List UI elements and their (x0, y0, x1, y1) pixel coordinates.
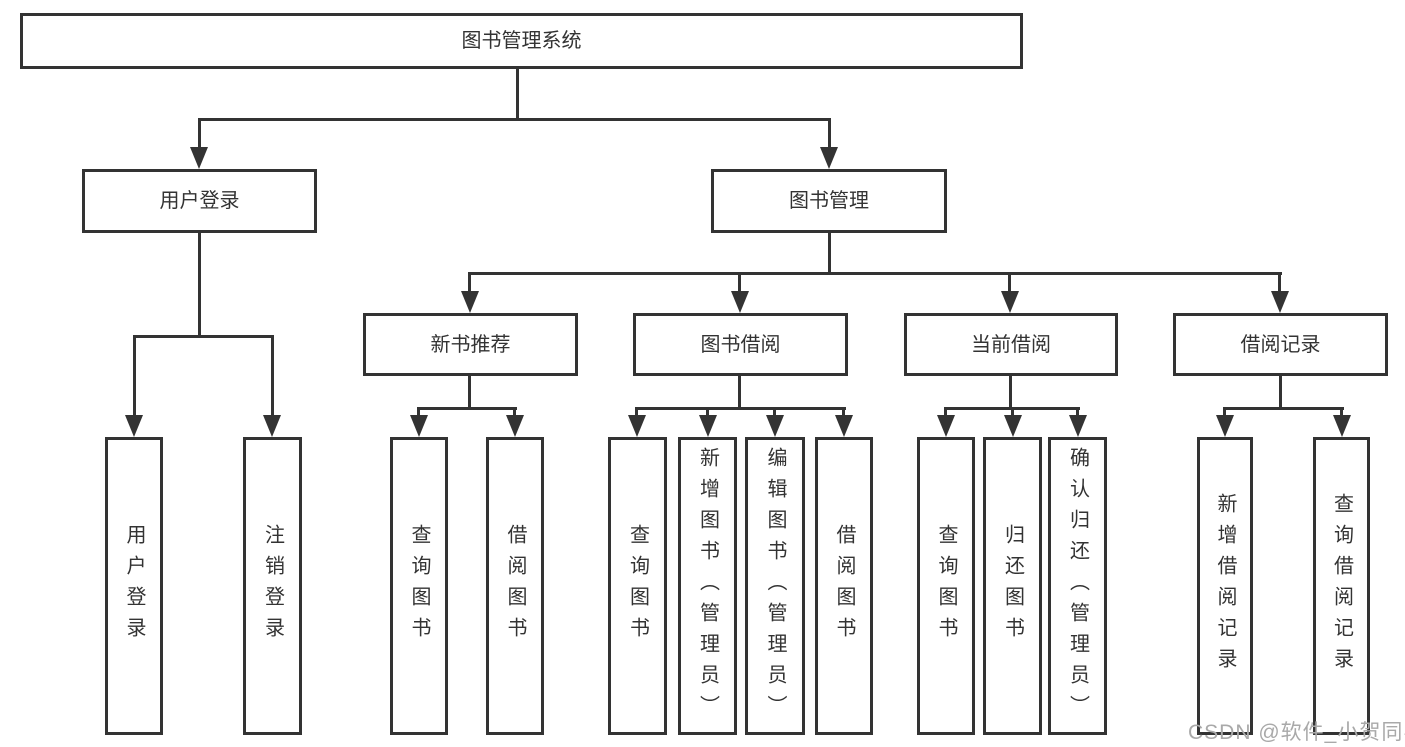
leaf-add-borrow-record: 新增借阅记录 (1197, 437, 1253, 735)
arrow-down-icon (410, 415, 428, 437)
connector-line (1223, 407, 1226, 416)
connector-line (738, 376, 741, 407)
connector-line (1279, 376, 1282, 407)
connector-line (468, 272, 471, 293)
leaf-borrow-books-2: 借阅图书 (815, 437, 873, 735)
connector-line (1340, 407, 1343, 416)
arrow-down-icon (1216, 415, 1234, 437)
arrow-down-icon (1333, 415, 1351, 437)
arrow-down-icon (820, 147, 838, 169)
leaf-confirm-return-admin: 确认归还（管理员） (1048, 437, 1107, 735)
connector-line (635, 407, 846, 410)
leaf-query-borrow-record: 查询借阅记录 (1313, 437, 1370, 735)
connector-line (773, 407, 776, 416)
connector-line (842, 407, 845, 416)
connector-line (198, 233, 201, 335)
leaf-user-login: 用户登录 (105, 437, 163, 735)
leaf-query-books-1: 查询图书 (390, 437, 448, 735)
arrow-down-icon (506, 415, 524, 437)
connector-line (271, 335, 274, 418)
arrow-down-icon (731, 291, 749, 313)
arrow-down-icon (461, 291, 479, 313)
arrow-down-icon (699, 415, 717, 437)
connector-line (1009, 376, 1012, 407)
node-borrowing-records: 借阅记录 (1173, 313, 1388, 376)
arrow-down-icon (766, 415, 784, 437)
connector-line (133, 335, 136, 418)
arrow-down-icon (190, 147, 208, 169)
connector-line (738, 272, 741, 293)
connector-line (706, 407, 709, 416)
connector-line (468, 376, 471, 407)
arrow-down-icon (835, 415, 853, 437)
connector-line (1008, 272, 1011, 293)
connector-line (513, 407, 516, 416)
connector-line (828, 118, 831, 150)
connector-line (635, 407, 638, 416)
arrow-down-icon (263, 415, 281, 437)
connector-line (468, 272, 1282, 275)
connector-line (516, 69, 519, 118)
node-book-borrowing: 图书借阅 (633, 313, 848, 376)
arrow-down-icon (1001, 291, 1019, 313)
leaf-logout: 注销登录 (243, 437, 302, 735)
node-library-management-system: 图书管理系统 (20, 13, 1023, 69)
node-new-book-recommend: 新书推荐 (363, 313, 578, 376)
node-current-borrowing: 当前借阅 (904, 313, 1118, 376)
leaf-edit-books-admin: 编辑图书（管理员） (745, 437, 805, 735)
arrow-down-icon (1004, 415, 1022, 437)
connector-line (198, 118, 201, 150)
connector-line (1011, 407, 1014, 416)
connector-line (417, 407, 517, 410)
leaf-query-books-2: 查询图书 (608, 437, 667, 735)
leaf-borrow-books-1: 借阅图书 (486, 437, 544, 735)
connector-line (1278, 272, 1281, 293)
connector-line (944, 407, 947, 416)
leaf-query-books-3: 查询图书 (917, 437, 975, 735)
arrow-down-icon (1271, 291, 1289, 313)
connector-line (1223, 407, 1344, 410)
arrow-down-icon (628, 415, 646, 437)
connector-line (198, 118, 831, 121)
arrow-down-icon (125, 415, 143, 437)
node-book-management: 图书管理 (711, 169, 947, 233)
connector-line (828, 233, 831, 272)
leaf-return-books: 归还图书 (983, 437, 1042, 735)
connector-line (133, 335, 274, 338)
arrow-down-icon (937, 415, 955, 437)
csdn-watermark: CSDN @软件_小贺同学 (1188, 721, 1405, 744)
connector-line (417, 407, 420, 416)
connector-line (1076, 407, 1079, 416)
arrow-down-icon (1069, 415, 1087, 437)
node-user-login: 用户登录 (82, 169, 317, 233)
leaf-add-books-admin: 新增图书（管理员） (678, 437, 737, 735)
